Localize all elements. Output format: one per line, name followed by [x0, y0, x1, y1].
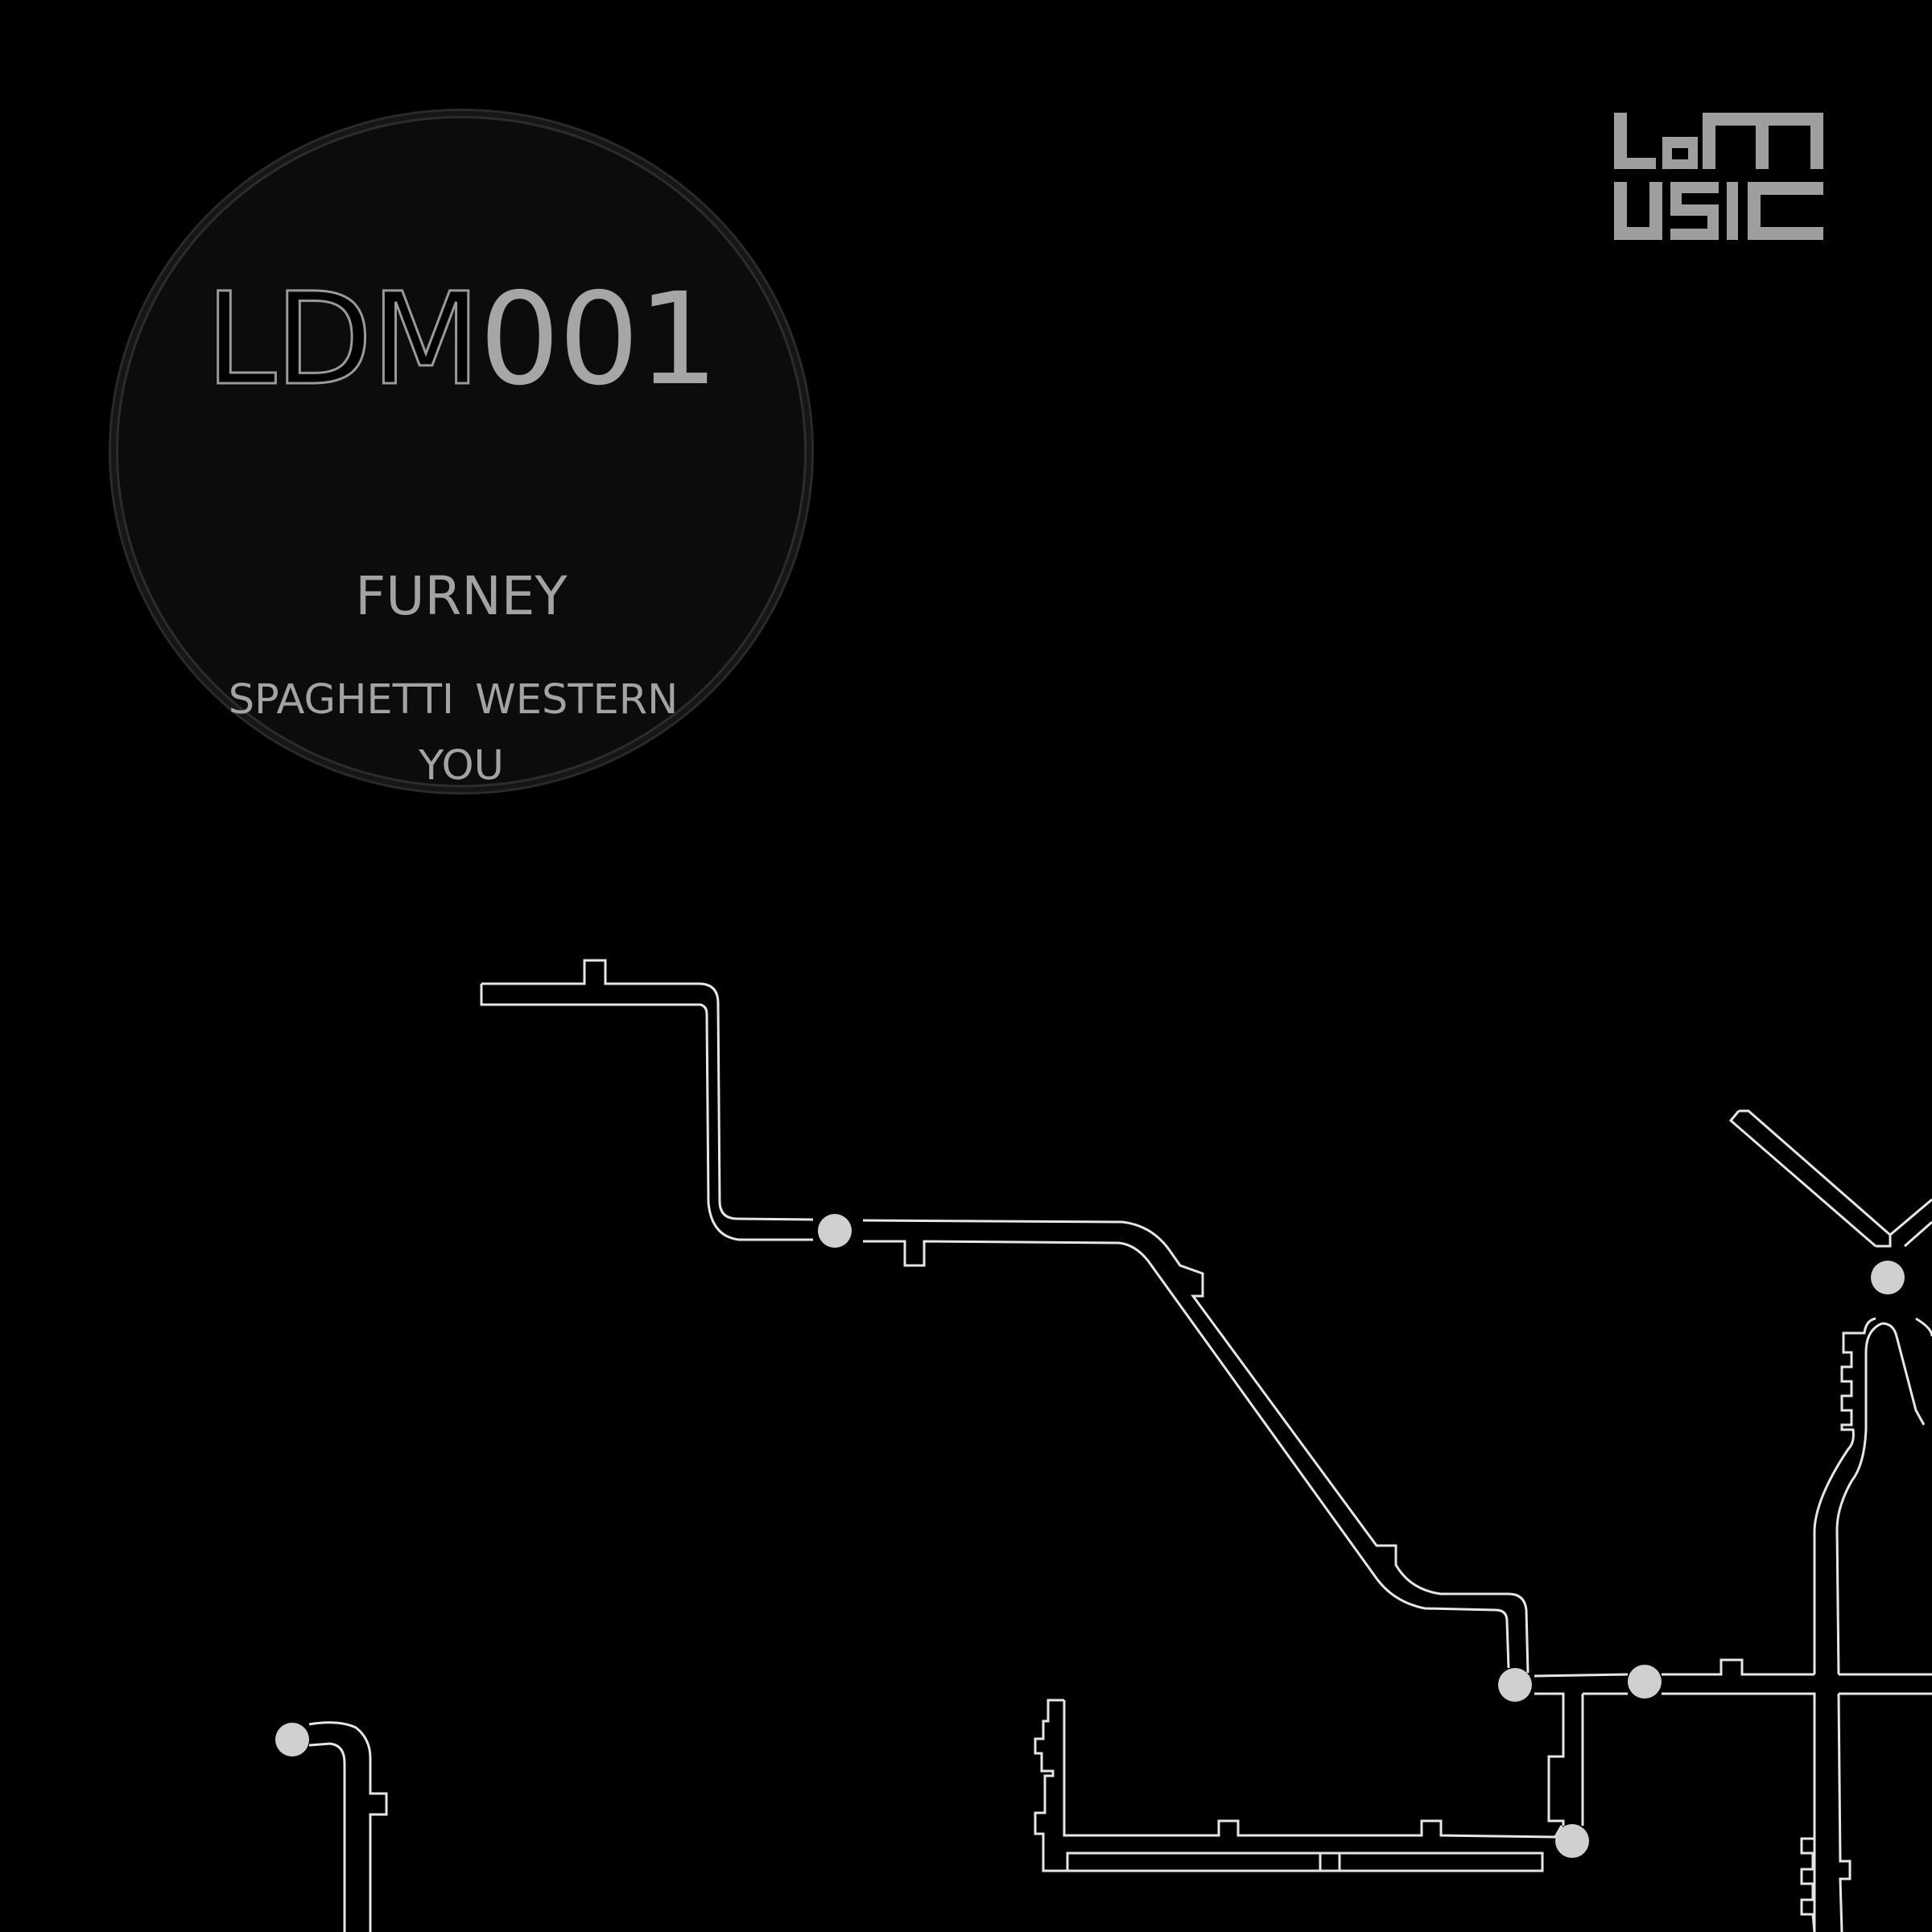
map-route-1: [480, 959, 1530, 1674]
station-dot: [1871, 1261, 1905, 1294]
station-dot: [1555, 1824, 1589, 1858]
catalog-prefix: LDM: [204, 266, 482, 414]
station-dot: [818, 1214, 852, 1248]
station-dot: [1628, 1665, 1662, 1699]
record-label-disc: LDM001 FURNEY SPAGHETTI WESTERN YOU: [111, 111, 811, 792]
map-route-5: [308, 1721, 388, 1932]
map-route-3: [1034, 1699, 1563, 1872]
artist-name: FURNEY: [355, 565, 568, 627]
station-dot: [1498, 1668, 1532, 1702]
catalog-digits: 001: [479, 266, 719, 414]
station-dot: [275, 1723, 309, 1757]
track-title: YOU: [419, 742, 504, 790]
catalog-number: LDM001: [111, 275, 811, 405]
map-route-2: [1534, 1658, 1932, 1932]
ldm-music-logo: [1614, 113, 1823, 240]
map-route-4: [1728, 1109, 1932, 1932]
track-title: SPAGHETTI WESTERN: [228, 676, 679, 724]
